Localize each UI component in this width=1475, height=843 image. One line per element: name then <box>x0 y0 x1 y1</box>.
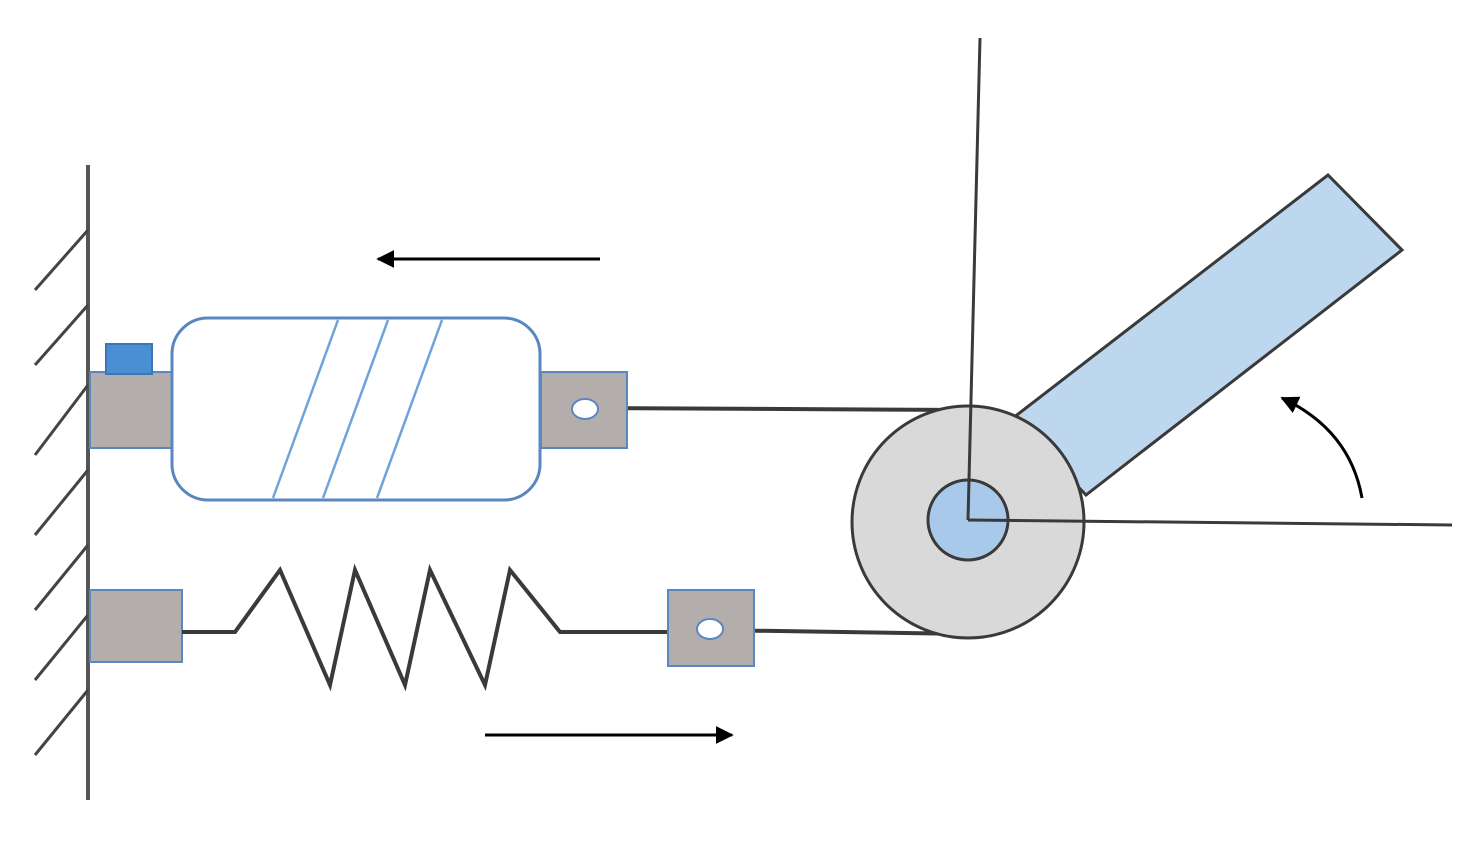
actuator-connector-block <box>540 371 628 449</box>
fixed-wall <box>33 165 90 800</box>
reference-line-vertical <box>966 37 982 521</box>
wall-hatching <box>33 229 90 756</box>
actuator-indicator-tab <box>105 343 153 375</box>
reference-line-horizontal <box>967 518 1453 527</box>
actuator-cylinder <box>170 316 542 502</box>
actuator-mount-block <box>89 371 173 449</box>
spring-mount-block <box>89 589 183 663</box>
rotation-arrow <box>1280 396 1364 499</box>
spring <box>182 563 668 692</box>
actuator-stripes <box>271 319 444 499</box>
upper-cable <box>584 406 971 412</box>
spring-end-block <box>667 589 755 667</box>
